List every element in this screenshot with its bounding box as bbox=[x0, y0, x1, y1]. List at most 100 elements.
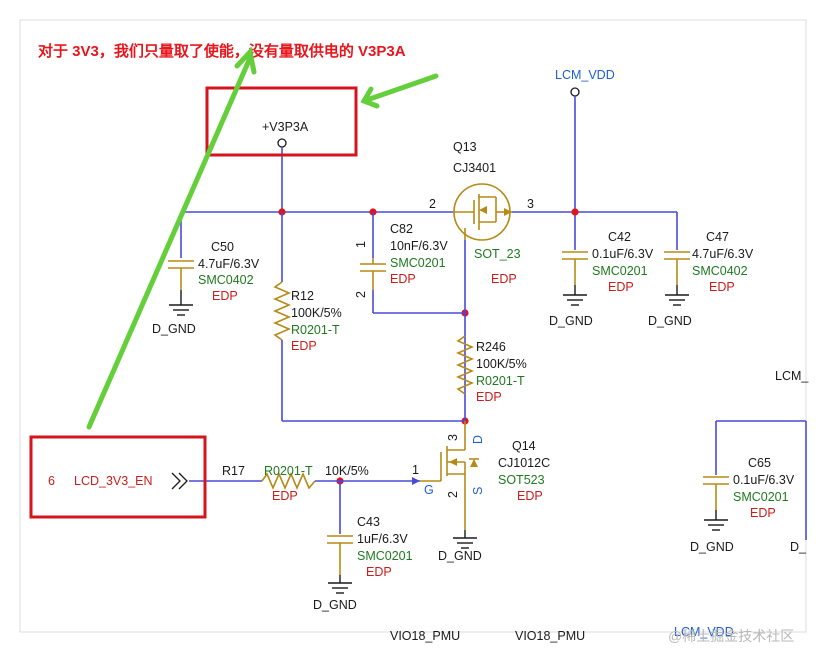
c43-edp: EDP bbox=[366, 565, 392, 579]
c65-ground-symbol bbox=[704, 510, 728, 531]
net-v3p3a-label: +V3P3A bbox=[262, 120, 309, 134]
c42-pkg: SMC0201 bbox=[592, 264, 648, 278]
chevron-right-icon bbox=[178, 472, 188, 490]
c42-val: 0.1uF/6.3V bbox=[592, 247, 654, 261]
net-lcm-vdd-label: LCM_VDD bbox=[555, 68, 615, 82]
c65-pkg: SMC0201 bbox=[733, 490, 789, 504]
r17-ref: R17 bbox=[222, 464, 245, 478]
r12-pkg: R0201-T bbox=[291, 323, 340, 337]
r246-edp: EDP bbox=[476, 390, 502, 404]
q14-part: CJ1012C bbox=[498, 456, 550, 470]
c65-gnd: D_GND bbox=[690, 540, 734, 554]
c43-gnd: D_GND bbox=[313, 598, 357, 612]
c47-gnd: D_GND bbox=[648, 314, 692, 328]
c47-capacitor-symbol bbox=[664, 251, 690, 285]
r12-ref: R12 bbox=[291, 289, 314, 303]
c42-gnd: D_GND bbox=[549, 314, 593, 328]
c47-pkg: SMC0402 bbox=[692, 264, 748, 278]
green-arrow-short bbox=[361, 73, 439, 104]
r12-edp: EDP bbox=[291, 339, 317, 353]
q14-nmos-symbol bbox=[420, 421, 479, 530]
q14-gnd: D_GND bbox=[438, 549, 482, 563]
c50-edp: EDP bbox=[212, 289, 238, 303]
q14-pkg: SOT523 bbox=[498, 473, 545, 487]
c42-ref: C42 bbox=[608, 230, 631, 244]
r246-ref: R246 bbox=[476, 340, 506, 354]
q14-ref: Q14 bbox=[512, 439, 536, 453]
q13-pin3: 3 bbox=[527, 197, 534, 211]
highlight-box-v3p3a bbox=[205, 86, 358, 157]
c82-pin1: 1 bbox=[354, 241, 368, 248]
net-v3p3a-port bbox=[277, 138, 287, 148]
c65-edp: EDP bbox=[750, 506, 776, 520]
c43-capacitor-symbol bbox=[327, 535, 353, 575]
net-lcm-partial-label: LCM_ bbox=[775, 369, 809, 383]
q14-g-label: G bbox=[424, 483, 434, 497]
r246-resistor-symbol bbox=[455, 335, 475, 395]
c50-gnd: D_GND bbox=[152, 322, 196, 336]
r17-val: 10K/5% bbox=[325, 464, 369, 478]
q14-pin3: 3 bbox=[446, 434, 460, 441]
q14-s-label: S bbox=[471, 487, 485, 495]
q13-ref: Q13 bbox=[453, 140, 477, 154]
c43-ground-symbol bbox=[328, 575, 352, 594]
c82-ref: C82 bbox=[390, 222, 413, 236]
net-vio-left: VIO18_PMU bbox=[390, 629, 460, 643]
r246-val: 100K/5% bbox=[476, 357, 527, 371]
net-vio-right: VIO18_PMU bbox=[515, 629, 585, 643]
c47-ground-symbol bbox=[665, 285, 689, 306]
sheet-border bbox=[19, 19, 807, 633]
q13-pkg: SOT_23 bbox=[474, 247, 521, 261]
q13-edp: EDP bbox=[491, 272, 517, 286]
c42-capacitor-symbol bbox=[562, 251, 588, 285]
c43-val: 1uF/6.3V bbox=[357, 532, 408, 546]
r17-edp: EDP bbox=[272, 489, 298, 503]
c47-val: 4.7uF/6.3V bbox=[692, 247, 754, 261]
c82-edp: EDP bbox=[390, 272, 416, 286]
c82-val: 10nF/6.3V bbox=[390, 239, 448, 253]
lcd-en-net-label: LCD_3V3_EN bbox=[74, 474, 153, 488]
c50-val: 4.7uF/6.3V bbox=[198, 257, 260, 271]
c65-capacitor-symbol bbox=[703, 476, 729, 510]
c65-val: 0.1uF/6.3V bbox=[733, 473, 795, 487]
c82-pkg: SMC0201 bbox=[390, 256, 446, 270]
q13-pin2: 2 bbox=[429, 197, 436, 211]
r246-pkg: R0201-T bbox=[476, 374, 525, 388]
annotation-text: 对于 3V3，我们只量取了使能，没有量取供电的 V3P3A bbox=[38, 42, 406, 60]
q13-pmos-symbol bbox=[453, 183, 512, 241]
q14-pin2: 2 bbox=[446, 491, 460, 498]
c82-capacitor-symbol bbox=[360, 258, 386, 290]
c47-ref: C47 bbox=[706, 230, 729, 244]
c50-ground-symbol bbox=[169, 290, 193, 316]
c50-capacitor-symbol bbox=[168, 260, 194, 290]
c42-edp: EDP bbox=[608, 280, 634, 294]
chevron-right-icon bbox=[171, 472, 181, 490]
green-arrow-head bbox=[360, 86, 380, 109]
c43-pkg: SMC0201 bbox=[357, 549, 413, 563]
lcd-en-pin-number: 6 bbox=[48, 474, 55, 488]
net-lcm-vdd-port bbox=[570, 87, 580, 97]
c65-ref: C65 bbox=[748, 456, 771, 470]
junction-dot bbox=[571, 208, 579, 216]
green-arrow-head bbox=[234, 46, 257, 75]
c82-pin2: 2 bbox=[354, 291, 368, 298]
c65-gnd-partial: D_ bbox=[790, 540, 807, 554]
watermark-text: @稀土掘金技术社区 bbox=[668, 628, 794, 644]
green-arrow-diagonal bbox=[86, 55, 253, 430]
c50-pkg: SMC0402 bbox=[198, 273, 254, 287]
c42-ground-symbol bbox=[563, 285, 587, 306]
c50-ref: C50 bbox=[211, 240, 234, 254]
q13-part: CJ3401 bbox=[453, 161, 496, 175]
r17-pkg: R0201-T bbox=[264, 464, 313, 478]
q14-d-label: D bbox=[471, 435, 485, 444]
net-lcm-vdd-bottom: LCM_VDD bbox=[674, 625, 734, 639]
r17-resistor-symbol bbox=[261, 471, 316, 491]
c43-ref: C43 bbox=[357, 515, 380, 529]
highlight-box-lcd-en bbox=[29, 435, 207, 519]
q14-pin1: 1 bbox=[412, 463, 419, 477]
q14-ground-symbol bbox=[453, 530, 477, 549]
c47-edp: EDP bbox=[709, 280, 735, 294]
r12-resistor-symbol bbox=[272, 281, 292, 341]
